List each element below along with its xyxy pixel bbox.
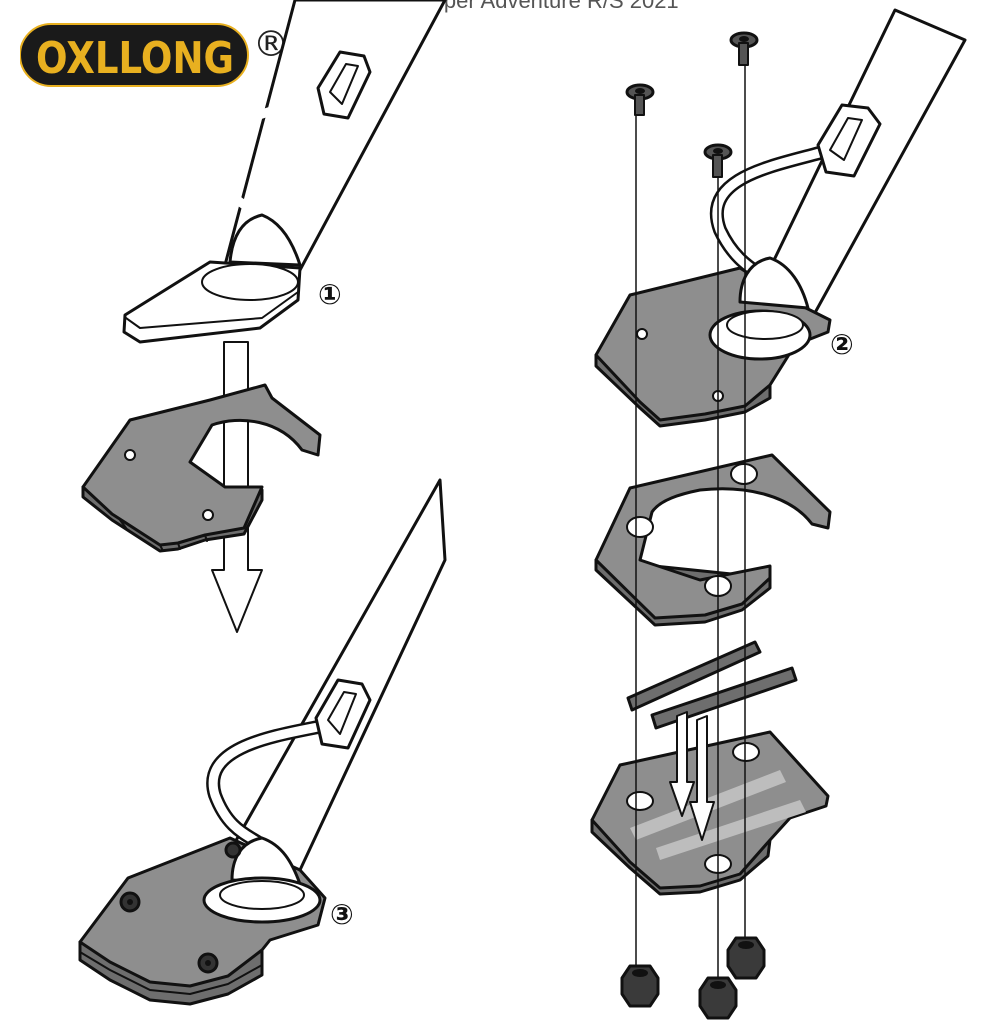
step1-cable-clip-inner	[329, 63, 359, 105]
step3-boot	[230, 836, 302, 886]
step2-top-plate-hole-a	[636, 328, 648, 340]
step2-foot-ring-inner	[726, 310, 804, 340]
step2-spacer-hole-b	[730, 463, 758, 485]
step2-adhesive-strip-a	[626, 640, 762, 712]
step3-group: ③	[78, 478, 447, 1006]
step3-label: ③	[330, 898, 354, 931]
step3-kickstand-leg	[223, 478, 447, 872]
logo-wordmark: OXLLONG	[36, 33, 234, 84]
step1-stock-foot-top	[125, 291, 299, 329]
step1-plate-hole-b	[202, 509, 214, 521]
step1-boot	[228, 213, 302, 267]
step2-bolt-icon-c	[703, 143, 733, 178]
step3-bolt-icon-c	[224, 841, 242, 859]
step2-group: ②	[590, 8, 967, 1020]
step2-adhesive-zone-b	[656, 800, 806, 860]
step3-cable-clip	[314, 678, 372, 750]
step3-bolt-icon-a	[119, 891, 141, 913]
step3-foot-ring-inner	[219, 880, 305, 910]
step2-cable-clip-inner	[829, 117, 863, 161]
step2-arrow-down-icon-b	[689, 715, 715, 841]
step3-cable-inner	[208, 720, 333, 850]
step1-label: ①	[318, 278, 342, 311]
step2-cable-clip	[816, 103, 882, 178]
step2-nut-icon-b	[726, 936, 766, 980]
step2-spacer-hole-a	[626, 516, 654, 538]
step3-bolt-icon-b	[197, 952, 219, 974]
step1-foot-ring	[201, 263, 299, 301]
step1-extension-plate	[81, 383, 322, 547]
step2-arrow-down-icon-a	[669, 711, 695, 817]
step2-boot	[738, 256, 810, 310]
step2-label: ②	[830, 328, 854, 361]
step2-bolt-icon-a	[625, 83, 655, 116]
step2-bottom-plate-hole-a	[626, 791, 654, 811]
step3-cable-clip-inner	[327, 691, 357, 735]
step1-group: ①	[81, 0, 447, 633]
step3-plate-mid	[79, 951, 263, 995]
step2-nut-icon-c	[698, 976, 738, 1020]
step2-spacer	[594, 453, 832, 620]
logo-badge	[20, 23, 249, 87]
step2-bolt-icon-b	[729, 31, 759, 66]
step2-nut-icon-a	[620, 964, 660, 1008]
step2-bottom-plate-hole-b	[732, 742, 760, 762]
step1-plate-edge-notches	[119, 519, 208, 552]
step1-cable-inner	[208, 90, 335, 225]
step1-plate-hole-a	[124, 449, 136, 461]
